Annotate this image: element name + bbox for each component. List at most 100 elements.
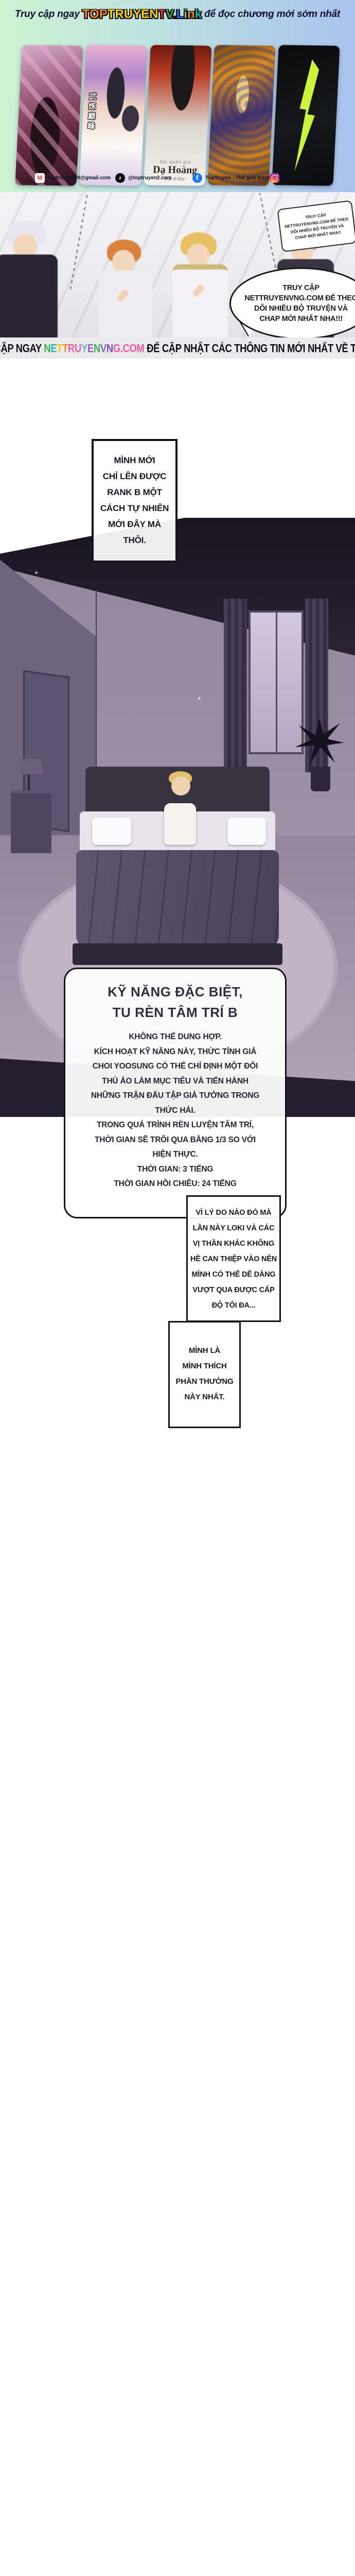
letter: O [90, 7, 99, 21]
cover-thumbnail-2[interactable]: 武炼巅峰 [79, 45, 148, 186]
skill-title-text: KỸ NĂNG ĐẶC BIỆT, TU RÈN TÂM TRÍ B [65, 981, 285, 1023]
gmail-address: toptruyen889@gmail.com [48, 175, 111, 181]
sparkle [14, 541, 17, 545]
promo-strip-text: TRUY CẬP NGAY NETTRUYENVNG.COM ĐỂ CẬP NH… [0, 341, 355, 355]
letter: U [123, 7, 133, 21]
contact-facebook[interactable]: f TopTruyen - Thế giới truyện tranh [192, 172, 288, 183]
contact-gmail[interactable]: M toptruyen889@gmail.com [35, 172, 111, 183]
text-line: CHỈ LÊN ĐƯỢC [102, 471, 167, 481]
letter: G [113, 341, 120, 354]
text-line: HỀ CAN THIỆP VÀO NÊN [190, 1255, 277, 1263]
instagram-icon [270, 173, 279, 183]
pillow-right [227, 817, 267, 845]
sparkle [36, 571, 37, 573]
contact-tiktok[interactable]: ♪ @toptruyen2.com [115, 172, 172, 183]
text-line: VỊ THẦN KHÁC KHÔNG [192, 1240, 275, 1248]
lightning-art [287, 59, 326, 172]
text-line: MÌNH CÓ THỂ DỄ DÀNG [191, 1270, 276, 1279]
letter: . [120, 341, 123, 354]
toptruyen-logo: TOPTRUYENTV.Link [82, 7, 202, 21]
cover-thumbnail-5[interactable] [272, 45, 340, 186]
letter: N [106, 341, 113, 354]
letter: U [74, 341, 81, 354]
tiktok-handle: @toptruyen2.com [128, 175, 172, 181]
letter: N [44, 341, 51, 354]
text-line: MÌNH MỚI [114, 455, 155, 465]
narration-box-rank: MÌNH MỚI CHỈ LÊN ĐƯỢC RANK B MỘT CÁCH TỰ NH… [92, 439, 177, 563]
letter: i [184, 7, 187, 21]
text-line: TRUY CẬP [282, 284, 319, 292]
header-ad-suffix: để đọc chương mới sớm nhất [204, 9, 341, 20]
letter: Y [81, 341, 87, 354]
character-body [164, 803, 196, 845]
letter: N [149, 7, 158, 21]
cover-thumbnails-row: 武炼巅峰 đại quản gia Dạ Hoàng -Dạ Kiều- [15, 45, 340, 186]
letter: L [176, 7, 184, 21]
window-art [248, 611, 304, 755]
contact-instagram[interactable]: @toptruyen [270, 172, 311, 183]
facebook-glyph: f [196, 174, 199, 182]
text-line: TU RÈN TÂM TRÍ B [112, 1005, 238, 1020]
skill-description-text: KHÔNG THỂ DUNG HỢP.KÍCH HOẠT KỸ NĂNG NÀY… [65, 1030, 285, 1192]
strip-suffix: ĐỂ CẬP NHẬT CÁC THÔNG TIN MỚI NHẤT VỀ TR… [147, 341, 355, 354]
text-line: NHỮNG TRẬN ĐẤU TẬP GIẢ TƯỞNG TRONG [91, 1091, 260, 1100]
facebook-icon: f [192, 173, 202, 183]
cover-thumbnail-1[interactable] [15, 45, 83, 186]
promo-strip: TRUY CẬP NGAY NETTRUYENVNG.COM ĐỂ CẬP NH… [0, 337, 355, 359]
text-line: ĐỘ TỐI ĐA... [211, 1301, 256, 1310]
text-line: KỸ NĂNG ĐẶC BIỆT, [108, 984, 243, 999]
letter: k [194, 7, 202, 21]
bed-blanket [76, 850, 279, 950]
text-line: LẦN NÀY LOKI VÀ CÁC [192, 1224, 275, 1232]
gmail-icon: M [35, 173, 45, 183]
letter: N [93, 341, 100, 354]
comic-panel-bedroom[interactable] [0, 518, 355, 1117]
text-line: MÌNH THÍCH [182, 1362, 227, 1370]
letter: C [122, 341, 130, 354]
narration-text: MÌNH MỚI CHỈ LÊN ĐƯỢC RANK B MỘT CÁCH TỰ NH… [94, 452, 175, 548]
letter: V [166, 7, 173, 21]
letter: T [158, 7, 166, 21]
text-line: CHOI YOOSUNG CÓ THỂ CHỈ ĐỊNH MỘT ĐỐI [92, 1062, 258, 1071]
text-line: THỜI GIAN: 3 TIẾNG [137, 1164, 214, 1174]
sparkle [199, 697, 201, 699]
text-line: CÁCH TỰ NHIÊN [100, 503, 169, 513]
wall-corner-line [96, 589, 97, 859]
header-ad-prefix: Truy cập ngay [14, 9, 80, 20]
tiktok-icon: ♪ [115, 173, 125, 183]
cover-thumbnail-3[interactable]: đại quản gia Dạ Hoàng -Dạ Kiều- [143, 45, 212, 186]
letter: Y [133, 7, 141, 21]
letter: V [100, 341, 106, 354]
curtain-left [223, 599, 247, 773]
skill-title: KỸ NĂNG ĐẶC BIỆT, TU RÈN TÂM TRÍ B [65, 981, 285, 1023]
gmail-glyph: M [37, 174, 43, 181]
text-line: THỜI GIAN SẼ TRÔI QUA BẰNG 1/3 SO VỚI [94, 1135, 256, 1144]
letter: T [107, 7, 115, 21]
cover-thumbnail-4[interactable] [207, 45, 276, 186]
text-line: VƯỢT QUA ĐƯỢC CẤP [192, 1286, 275, 1294]
nightstand-art [10, 790, 52, 854]
letter: . [172, 7, 176, 21]
text-line: RANK B MỘT [107, 487, 162, 497]
instagram-handle: @toptruyen [282, 175, 311, 181]
letter: T [82, 7, 90, 21]
letter: T [62, 341, 68, 354]
text-line: KÍCH HOẠT KỸ NĂNG NÀY, THỨC TỈNH GIẢ [94, 1047, 257, 1056]
lamp-stem [27, 774, 30, 791]
facebook-page-name: TopTruyen - Thế giới truyện tranh [205, 175, 288, 181]
text-line: MỚI ĐÂY MÀ [108, 519, 161, 529]
text-line: THÔI. [123, 535, 146, 545]
plant-pot [310, 766, 330, 792]
text-line: TRONG QUÁ TRÌNH RÈN LUYỆN TÂM TRÍ, [97, 1121, 254, 1129]
